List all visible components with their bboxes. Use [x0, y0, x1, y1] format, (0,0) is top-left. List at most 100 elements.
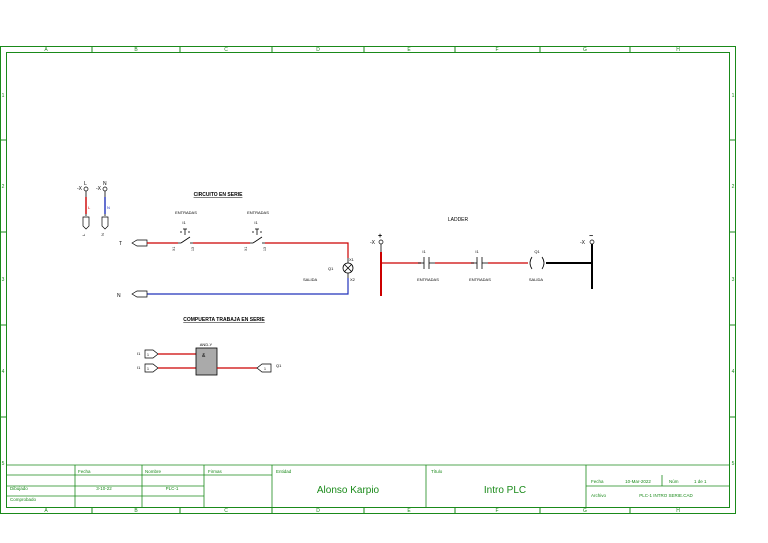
wire-neutral [147, 278, 349, 295]
gate-input2-ref: 1 [147, 367, 149, 371]
ladder-diagram: LADDER -X + I1 ENTRADAS I1 ENTRADAS Q1 [370, 217, 595, 296]
gate-section-title: COMPUERTA TRABAJA EN SERIE [183, 317, 265, 323]
input2-pin-right: 13 [263, 247, 267, 251]
coil-tag: Q1 [534, 249, 540, 254]
row-label: 5 [2, 461, 5, 467]
ladder-minus: − [589, 233, 593, 240]
col-label: H [676, 508, 680, 514]
outer-border [0, 46, 736, 514]
ladder-terminal-left-icon [378, 239, 384, 245]
dibujado-fecha: 3-10-22 [96, 486, 112, 491]
input2-tag: I1 [254, 220, 258, 225]
line-input-label: T [119, 241, 122, 247]
col-label: E [407, 508, 411, 514]
row-label: 5 [732, 461, 735, 467]
power-label-n: N [103, 181, 107, 187]
input1-tag: I1 [182, 220, 186, 225]
fecha2-label: Fecha [591, 479, 604, 484]
drawing-frame [0, 46, 736, 514]
input2-caption: ENTRADAS [247, 210, 269, 215]
gate-output-ref: 1 [264, 367, 266, 371]
gate-input1-label: I1 [137, 351, 141, 356]
ladder-title: LADDER [448, 217, 469, 223]
row-label: 1 [732, 93, 735, 99]
contact2-caption: ENTRADAS [469, 277, 491, 282]
fecha-label: Fecha [78, 469, 91, 474]
power-supply: -X L L L -X N N N [77, 181, 110, 236]
titulo-value: Intro PLC [484, 485, 526, 496]
nombre-label: Nombre [145, 469, 162, 474]
col-label: F [495, 508, 498, 514]
neutral-input-label: N [117, 293, 121, 299]
col-label: H [676, 47, 680, 53]
row-label: 4 [732, 369, 735, 375]
col-label: B [134, 508, 138, 514]
power-label-l: L [84, 181, 87, 187]
terminal-l-icon [83, 186, 89, 192]
column-labels-bottom: A B C D E F G H [44, 508, 680, 514]
input2-pin-left: X1 [244, 247, 248, 251]
power-tag-n: -X [96, 186, 102, 192]
row-label: 2 [732, 184, 735, 190]
line-input-connector-icon [131, 239, 148, 247]
col-label: C [224, 508, 228, 514]
contact2-tag: I1 [475, 249, 479, 254]
power-bottom-n: N [100, 233, 105, 236]
ladder-plus: + [378, 233, 382, 240]
wire-line-3 [265, 242, 349, 258]
num-value: 1 de 1 [694, 479, 707, 484]
row-label: 4 [2, 369, 5, 375]
series-circuit-title: CIRCUITO EN SERIE [194, 192, 243, 198]
entidad-label: Entidad [276, 469, 292, 474]
wire-label-n: N [107, 205, 110, 210]
gate-output-connector-icon [256, 363, 272, 373]
ladder-tag-left: -X [370, 240, 376, 246]
title-block: Fecha Nombre Firmas Entidad Título Dibuj… [6, 464, 730, 508]
col-label: B [134, 47, 138, 53]
input1-pin-right: 13 [191, 247, 195, 251]
inner-border [6, 52, 730, 508]
dibujado-label: Dibujado [10, 486, 28, 491]
column-ticks [91, 46, 631, 514]
entidad-value: Alonso Karpio [317, 485, 380, 496]
col-label: G [583, 47, 587, 53]
connector-l-icon [82, 216, 90, 230]
col-label: A [44, 47, 48, 53]
comprobado-label: Comprobado [10, 497, 37, 502]
ladder-coil-icon [529, 256, 545, 270]
dibujado-nombre: PLC-1 [166, 486, 179, 491]
pushbutton-1-icon [178, 228, 193, 244]
ladder-tag-right: -X [580, 240, 586, 246]
row-labels: 1 2 3 4 5 1 2 3 4 5 [2, 93, 735, 467]
lamp-icon [342, 258, 354, 278]
col-label: D [316, 508, 320, 514]
col-label: C [224, 47, 228, 53]
ladder-contact-2-icon [471, 257, 488, 269]
col-label: D [316, 47, 320, 53]
col-label: E [407, 47, 411, 53]
titulo-label: Título [431, 469, 443, 474]
lamp-pin-bottom: X2 [350, 277, 356, 282]
series-circuit: CIRCUITO EN SERIE T ENTRADAS I1 X1 13 EN… [117, 192, 356, 299]
column-labels-top: A B C D E F G H [44, 47, 680, 53]
row-label: 2 [2, 184, 5, 190]
contact1-caption: ENTRADAS [417, 277, 439, 282]
row-label: 3 [2, 277, 5, 283]
neutral-input-connector-icon [131, 290, 148, 298]
row-label: 1 [2, 93, 5, 99]
power-tag-l: -X [77, 186, 83, 192]
gate-input1-connector-icon [144, 349, 159, 359]
gate-type-label: AND-Y [200, 342, 213, 347]
lamp-pin-top: X1 [349, 257, 355, 262]
connector-n-icon [101, 216, 109, 230]
archivo-value: PLC-1 INTRO SERIE.CAD [639, 493, 693, 498]
input1-pin-left: X1 [172, 247, 176, 251]
lamp-tag: Q1 [328, 266, 334, 271]
ladder-contact-1-icon [418, 257, 435, 269]
and-gate-icon [195, 347, 218, 376]
pushbutton-2-icon [250, 228, 265, 244]
fecha2-value: 10-Mar-2022 [625, 479, 651, 484]
ladder-terminal-right-icon [589, 239, 595, 245]
input1-caption: ENTRADAS [175, 210, 197, 215]
